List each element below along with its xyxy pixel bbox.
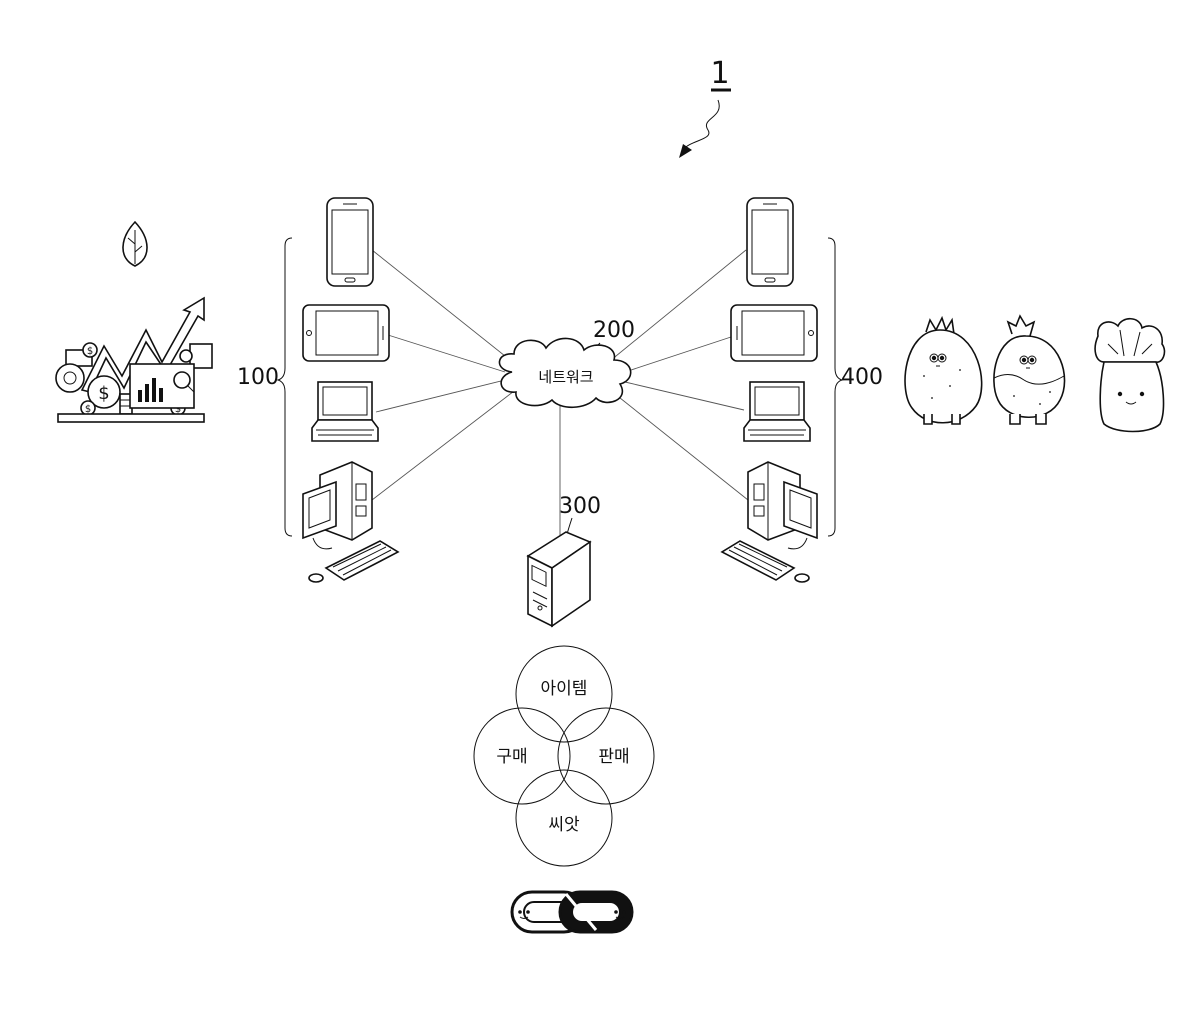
- user-terminals-label: 100: [237, 365, 279, 390]
- seed-leaf-icon: [123, 222, 147, 266]
- svg-text:$: $: [87, 346, 93, 357]
- smartphone-icon: [327, 198, 373, 286]
- potato-character-icon: [905, 318, 982, 424]
- tablet-icon: [303, 305, 389, 361]
- venn-label-item: 아이템: [541, 679, 588, 699]
- system-pointer-arrowhead: [679, 144, 692, 158]
- user-terminals-bracket: [278, 238, 292, 536]
- investment-chart-icon: $ $ $ $: [56, 298, 212, 422]
- system-label: 1: [710, 56, 729, 91]
- network-text: 네트워크: [538, 368, 593, 386]
- cabbage-character-icon: [1095, 319, 1164, 432]
- venn-label-purchase: 구매: [496, 747, 527, 767]
- venn-label-seed: 씨앗: [548, 815, 580, 835]
- laptop-icon: [312, 382, 378, 441]
- radish-character-icon: [994, 316, 1065, 424]
- server-tower-icon: [528, 532, 590, 626]
- other-terminals-bracket: [828, 238, 842, 536]
- desktop-computer-icon: [722, 462, 817, 582]
- chain-link-icon: [512, 892, 632, 932]
- venn-label-sale: 판매: [598, 747, 629, 767]
- desktop-computer-icon: [303, 462, 398, 582]
- laptop-icon: [744, 382, 810, 441]
- cloud-network-icon: 네트워크: [499, 338, 630, 407]
- network-label: 200: [593, 318, 635, 343]
- venn-diagram: 아이템 구매 판매 씨앗: [474, 646, 654, 866]
- tablet-icon: [731, 305, 817, 361]
- server-label: 300: [559, 494, 601, 519]
- svg-text:$: $: [98, 383, 109, 404]
- smartphone-icon: [747, 198, 793, 286]
- other-terminals-label: 400: [841, 365, 883, 390]
- system-pointer-arrow: [683, 100, 719, 150]
